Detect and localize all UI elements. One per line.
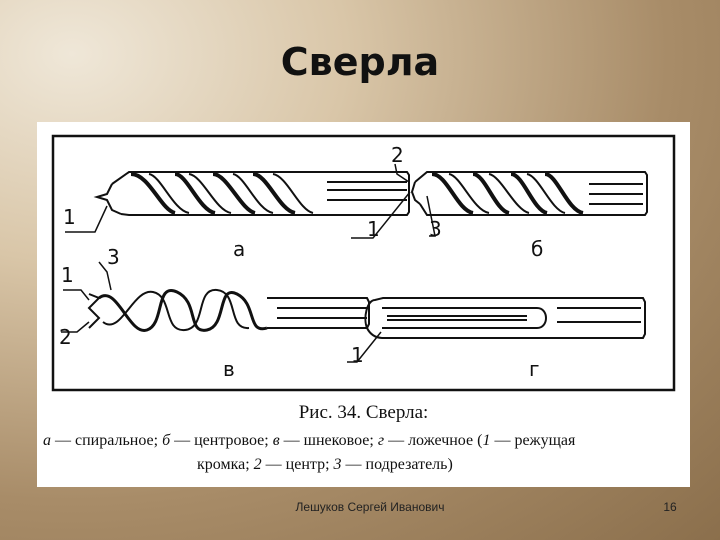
drill-figure: а б в г 1 2 1 3 3 1 2 1 Рис. 34. Сверла:… [37,122,690,487]
drill-label-v: в [223,357,235,381]
callout-v-3: 3 [107,245,120,269]
callout-a-1: 1 [63,205,76,229]
drill-label-a: а [233,237,245,261]
caption-fragment: б [162,432,171,449]
page-number: 16 [663,500,677,514]
callout-g-1: 1 [351,343,364,367]
caption-fragment: — режущая [490,432,576,449]
drill-label-g: г [529,357,540,381]
caption-fragment: а [43,432,51,449]
caption-fragment: в [272,432,280,449]
callout-b-1: 1 [367,217,380,241]
caption-fragment: 1 [482,432,491,449]
figure-frame [51,134,676,392]
caption-fragment: — центровое; [170,432,273,449]
callout-v-2: 2 [59,325,72,349]
slide-title: Сверла [280,40,440,84]
leader-lines [61,163,436,363]
drill-label-b: б [531,237,543,261]
callout-b-2: 2 [391,143,404,167]
footer-author: Лешуков Сергей Иванович [295,500,445,514]
figure-caption-title: Рис. 34. Сверла: [298,402,429,423]
figure-caption-line-2: кромка; 2 — центр; 3 — подрезатель) [197,456,677,474]
caption-fragment: — центр; [261,456,334,473]
drill-g-spoon [364,297,646,339]
caption-fragment: 3 [333,456,342,473]
drill-a-twist [93,171,410,216]
caption-fragment: кромка; [197,456,254,473]
drill-v-auger [87,288,370,332]
figure-caption-line-1: а — спиральное; б — центровое; в — шнеко… [43,432,688,450]
drill-b-center [410,171,648,216]
caption-fragment: — шнековое; [279,432,378,449]
caption-fragment: — подрезатель) [341,456,453,473]
callout-v-1: 1 [61,263,74,287]
caption-fragment: — ложечное ( [384,432,483,449]
caption-fragment: — спиральное; [51,432,163,449]
drill-illustration: а б в г 1 2 1 3 3 1 2 1 [51,134,676,392]
callout-b-3: 3 [429,217,442,241]
caption-fragment: г [377,432,385,449]
caption-fragment: 2 [253,456,262,473]
